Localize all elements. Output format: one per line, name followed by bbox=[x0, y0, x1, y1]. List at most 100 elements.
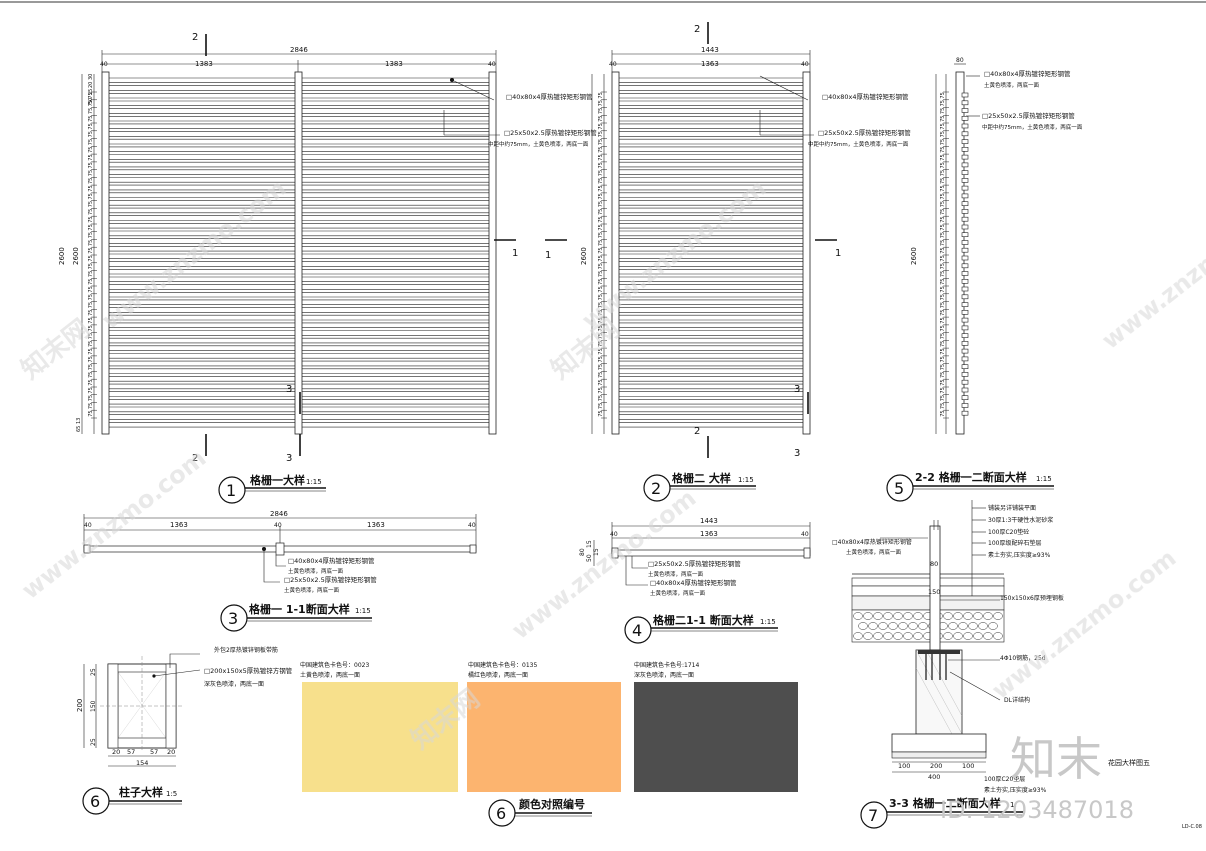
view1-callout-b-title: □25x50x2.5厚热镀锌矩形钢管 bbox=[504, 128, 597, 137]
view2-callout-a: □40x80x4厚热镀锌矩形钢管 bbox=[822, 92, 909, 101]
corner-note: 花园大样图五 bbox=[1108, 758, 1150, 767]
view7-callout-a-note: 土黄色喷漆，两底一面 bbox=[846, 548, 902, 556]
view7-foot-layer-0: 100厚C20垫层 bbox=[984, 775, 1025, 783]
view6a-height: 200 bbox=[76, 699, 84, 712]
view5-dim-chain: 7575757575757575757575757575757575757575… bbox=[940, 92, 946, 417]
dim-75-label: 75 bbox=[940, 216, 946, 222]
view7-foot-layer-1: 素土夯实,压实度≥93% bbox=[984, 786, 1047, 794]
title-view5-number: 5 bbox=[894, 479, 904, 498]
dim-75-label: 75 bbox=[598, 395, 604, 401]
view7-base: DL详结构 bbox=[1004, 696, 1030, 704]
brand-logo: 知末 bbox=[1010, 732, 1102, 786]
dim-75-label: 75 bbox=[88, 271, 94, 277]
dim-75-label: 75 bbox=[598, 209, 604, 215]
title-view2-scale: 1:15 bbox=[738, 476, 754, 484]
dim-75-label: 75 bbox=[940, 255, 946, 261]
swatch-2-note: 橘红色喷漆，两底一面 bbox=[468, 671, 528, 679]
view6a-v-dim-1: 150 bbox=[90, 700, 97, 712]
view3-callout-b: □25x50x2.5厚热镀锌矩形钢管 bbox=[284, 575, 377, 584]
dim-75-label: 75 bbox=[88, 247, 94, 253]
view7-plate: 150x150x6厚预埋钢板 bbox=[1000, 594, 1064, 602]
view2-callout-b-title: □25x50x2.5厚热镀锌矩形钢管 bbox=[818, 128, 911, 137]
dim-75-label: 75 bbox=[940, 395, 946, 401]
view1-callout-b-note: 中距中约75mm，土黄色喷漆，两底一面 bbox=[488, 140, 589, 148]
dim-75-label: 75 bbox=[940, 123, 946, 129]
dim-75-label: 75 bbox=[940, 271, 946, 277]
dim-75-label: 75 bbox=[940, 364, 946, 370]
view6a-h-dim-2: 57 bbox=[150, 748, 158, 756]
dim-75-label: 75 bbox=[940, 286, 946, 292]
dim-75-label: 75 bbox=[88, 403, 94, 409]
title-view2: 2 格栅二 大样 1:15 bbox=[643, 471, 756, 502]
sheet-code: LD-C.08 bbox=[1182, 824, 1202, 830]
view6a-callout-top: 外包2厚热镀锌钢板带筋 bbox=[214, 646, 278, 654]
dim-75-label: 75 bbox=[940, 209, 946, 215]
view2-mark-3-bottom: 3 bbox=[794, 448, 800, 459]
view5-callout-a-note: 土黄色喷漆，两底一面 bbox=[984, 81, 1040, 89]
swatch-3-code: 中国建筑色卡色号:1714 bbox=[634, 661, 699, 669]
dim-75-label: 75 bbox=[88, 123, 94, 129]
dim-75-label: 75 bbox=[940, 162, 946, 168]
view4-side-dim-2: 50 bbox=[586, 554, 593, 562]
view7-foundation-section: 铺装另详铺装平面 30厚1:3干硬性水泥砂浆 100厚C20垫砼 100厚级配碎… bbox=[832, 500, 1064, 794]
view2-dim-chain: 7575757575757575757575757575757575757575… bbox=[598, 92, 604, 417]
dim-75-label: 75 bbox=[88, 162, 94, 168]
dim-75-label: 75 bbox=[88, 294, 94, 300]
title-view6a-text: 柱子大样 bbox=[119, 785, 163, 799]
view1-side-dim-bottom: 13 bbox=[76, 418, 82, 424]
swatch-2-code: 中国建筑色卡色号：0135 bbox=[468, 661, 537, 669]
view6a-h-dim-1: 57 bbox=[127, 748, 135, 756]
view3-span-3: 1363 bbox=[367, 521, 385, 529]
dim-75-label: 75 bbox=[940, 240, 946, 246]
view2-slats bbox=[612, 77, 810, 428]
view1-side-dim-bottom: 65 bbox=[76, 426, 82, 432]
view6a-v-dim-0: 25 bbox=[90, 668, 97, 676]
swatch-1 bbox=[302, 682, 458, 792]
dim-75-label: 75 bbox=[940, 387, 946, 393]
view1-post-dim: 40 bbox=[100, 61, 108, 68]
title-view4-text: 格栅二1-1 断面大样 bbox=[653, 613, 754, 627]
dim-75-label: 75 bbox=[598, 201, 604, 207]
view5-callout-b-note: 中距中约75mm，土黄色喷漆，两底一面 bbox=[982, 123, 1083, 131]
dim-75-label: 75 bbox=[88, 131, 94, 137]
dim-75-label: 75 bbox=[598, 356, 604, 362]
view3-span-4: 40 bbox=[468, 522, 476, 529]
dim-75-label: 75 bbox=[88, 147, 94, 153]
view4-callout-a: □40x80x4厚热镀锌矩形钢管 bbox=[650, 578, 737, 587]
dim-75-label: 75 bbox=[598, 131, 604, 137]
dim-75-label: 75 bbox=[940, 178, 946, 184]
title-view4-number: 4 bbox=[632, 621, 642, 640]
dim-75-label: 75 bbox=[598, 302, 604, 308]
dim-75-label: 75 bbox=[598, 348, 604, 354]
dim-75-label: 75 bbox=[88, 263, 94, 269]
title-view1-number: 1 bbox=[226, 481, 236, 500]
view6a-h-dim-0: 20 bbox=[112, 748, 120, 756]
dim-75-label: 75 bbox=[598, 232, 604, 238]
view1-side-dim: 25 bbox=[88, 89, 94, 95]
watermarks: www.znzmo.com www.znzmo.com www.znzmo.co… bbox=[16, 174, 1206, 756]
dim-75-label: 75 bbox=[940, 154, 946, 160]
view3-span-2: 40 bbox=[274, 522, 282, 529]
view7-layer-0: 铺装另详铺装平面 bbox=[988, 504, 1036, 512]
view7-layer-2: 100厚C20垫砼 bbox=[988, 528, 1029, 536]
view2-bay-width: 1363 bbox=[701, 60, 719, 68]
view2-mark-2-top: 2 bbox=[694, 24, 700, 35]
title-view3-number: 3 bbox=[228, 609, 238, 628]
dim-75-label: 75 bbox=[598, 178, 604, 184]
dim-75-label: 75 bbox=[940, 333, 946, 339]
dim-75-label: 75 bbox=[940, 100, 946, 106]
dim-75-label: 75 bbox=[88, 224, 94, 230]
dim-75-label: 75 bbox=[598, 123, 604, 129]
view7-dim-bottom-2: 100 bbox=[962, 762, 974, 770]
title-view3: 3 格栅一 1-1断面大样 1:15 bbox=[220, 602, 372, 632]
view1-side-dim: 30 bbox=[88, 74, 94, 80]
watermark-mark-1: 知末网 bbox=[16, 314, 96, 386]
dim-75-label: 75 bbox=[88, 395, 94, 401]
logo-id: ID: 1203487018 bbox=[940, 796, 1134, 824]
dim-75-label: 75 bbox=[940, 224, 946, 230]
dim-75-label: 75 bbox=[940, 108, 946, 114]
dim-75-label: 75 bbox=[940, 341, 946, 347]
view5-top-dim: 80 bbox=[956, 57, 964, 64]
dim-75-label: 75 bbox=[88, 108, 94, 114]
